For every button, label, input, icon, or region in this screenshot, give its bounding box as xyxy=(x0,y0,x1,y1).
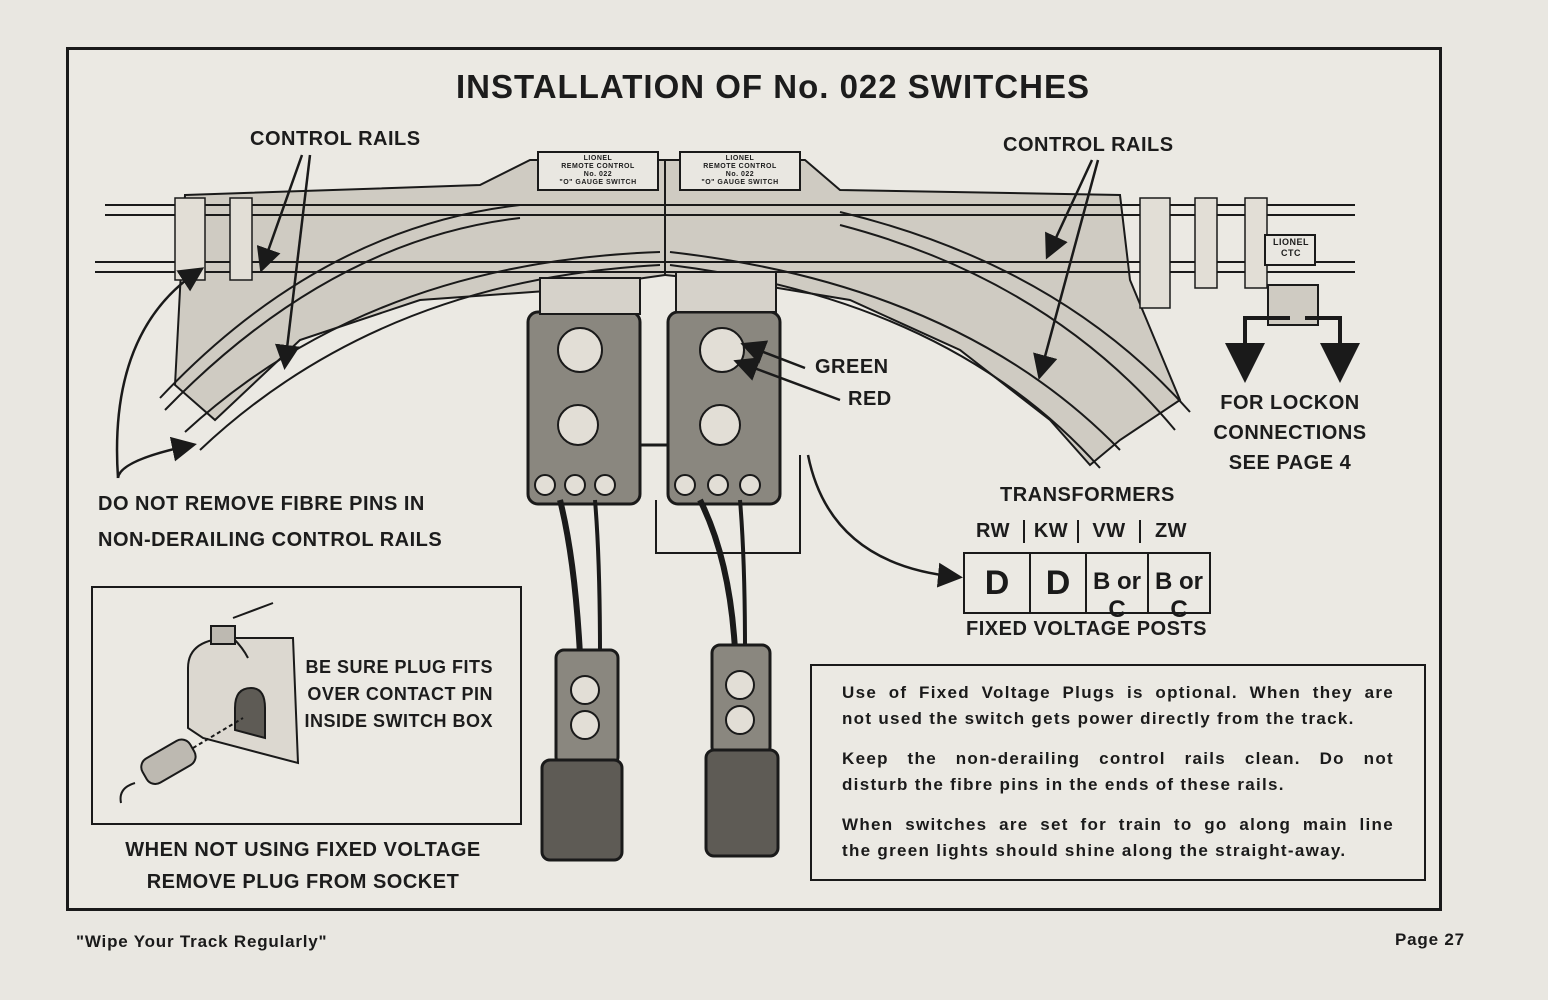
post-kw-value: D xyxy=(1045,564,1071,602)
plug-caption-line-3: INSIDE SWITCH BOX xyxy=(304,711,493,731)
post-zw-value: B or C xyxy=(1155,568,1203,623)
lockon-plate: LIONEL CTC xyxy=(1268,237,1314,259)
transformer-header-zw: ZW xyxy=(1154,520,1188,542)
fibre-note-line-1: DO NOT REMOVE FIBRE PINS IN xyxy=(98,493,425,515)
post-rw: D xyxy=(965,554,1031,612)
fibre-note-line-2: NON-DERAILING CONTROL RAILS xyxy=(98,529,443,551)
lockon-note-line-2: CONNECTIONS xyxy=(1213,422,1367,444)
post-vw: B or C xyxy=(1087,554,1149,623)
transformers-heading: TRANSFORMERS xyxy=(1000,484,1175,506)
left-plate-line-4: "O" GAUGE SWITCH xyxy=(559,179,637,186)
right-plate-line-1: LIONEL xyxy=(725,155,755,162)
transformer-header-vw: VW xyxy=(1079,520,1141,543)
post-kw: D xyxy=(1031,554,1087,612)
diagram-title: INSTALLATION OF No. 022 SWITCHES xyxy=(456,68,1090,105)
note-paragraph-3: When switches are set for train to go al… xyxy=(842,812,1394,864)
note-2-line-1: Keep the non-derailing control rails cle… xyxy=(842,749,1394,768)
control-rails-right-label: CONTROL RAILS xyxy=(1003,134,1174,156)
plug-inset-box: BE SURE PLUG FITS OVER CONTACT PIN INSID… xyxy=(91,586,522,825)
note-paragraph-1: Use of Fixed Voltage Plugs is optional. … xyxy=(842,680,1394,732)
plug-caption-line-1: BE SURE PLUG FITS xyxy=(305,657,493,677)
note-paragraph-2: Keep the non-derailing control rails cle… xyxy=(842,746,1394,798)
plug-illustration xyxy=(119,602,300,804)
right-switch-plate: LIONEL REMOTE CONTROL No. 022 "O" GAUGE … xyxy=(682,155,798,187)
fixed-voltage-post-table: D D B or C B or C xyxy=(963,552,1211,623)
remove-plug-line-2: REMOVE PLUG FROM SOCKET xyxy=(146,871,460,893)
fixed-voltage-posts-label: FIXED VOLTAGE POSTS xyxy=(966,618,1208,640)
note-3-line-2: the green lights should shine along the … xyxy=(842,841,1347,860)
right-plate-line-4: "O" GAUGE SWITCH xyxy=(701,179,779,186)
green-light-label: GREEN xyxy=(815,356,889,378)
plug-caption-line-2: OVER CONTACT PIN xyxy=(307,684,493,704)
note-1-line-2: not used the switch gets power directly … xyxy=(842,709,1355,728)
lockon-plate-line-2: CTC xyxy=(1281,248,1301,258)
left-plate-line-2: REMOTE CONTROL xyxy=(561,163,635,170)
footer-slogan: "Wipe Your Track Regularly" xyxy=(76,932,328,951)
post-vw-value: B or C xyxy=(1093,568,1141,623)
post-rw-value: D xyxy=(984,564,1010,602)
lockon-note-line-1: FOR LOCKON xyxy=(1220,392,1360,414)
lockon-note: FOR LOCKON CONNECTIONS SEE PAGE 4 xyxy=(1200,388,1380,478)
plug-caption: BE SURE PLUG FITS OVER CONTACT PIN INSID… xyxy=(283,654,493,735)
remove-plug-note: WHEN NOT USING FIXED VOLTAGE REMOVE PLUG… xyxy=(100,834,506,898)
left-plate-line-1: LIONEL xyxy=(583,155,613,162)
lockon-plate-line-1: LIONEL xyxy=(1273,237,1309,247)
transformer-header-rw: RW xyxy=(963,520,1025,543)
left-switch-plate: LIONEL REMOTE CONTROL No. 022 "O" GAUGE … xyxy=(540,155,656,187)
left-plate-line-3: No. 022 xyxy=(583,171,613,178)
right-plate-line-2: REMOTE CONTROL xyxy=(703,163,777,170)
transformer-headers: RW KW VW ZW xyxy=(963,520,1201,543)
post-zw: B or C xyxy=(1149,554,1209,623)
red-light-label: RED xyxy=(848,388,892,410)
control-rails-left-label: CONTROL RAILS xyxy=(250,128,421,150)
note-1-line-1: Use of Fixed Voltage Plugs is optional. … xyxy=(842,683,1394,702)
notes-box: Use of Fixed Voltage Plugs is optional. … xyxy=(810,664,1426,881)
fibre-pins-note: DO NOT REMOVE FIBRE PINS IN NON-DERAILIN… xyxy=(98,486,442,558)
transformer-header-kw: KW xyxy=(1025,520,1079,543)
note-2-line-2: disturb the fibre pins in the ends of th… xyxy=(842,775,1285,794)
remove-plug-line-1: WHEN NOT USING FIXED VOLTAGE xyxy=(125,839,481,861)
page-number: Page 27 xyxy=(1395,930,1465,949)
note-3-line-1: When switches are set for train to go al… xyxy=(842,815,1394,834)
right-plate-line-3: No. 022 xyxy=(725,171,755,178)
lockon-note-line-3: SEE PAGE 4 xyxy=(1228,452,1352,474)
